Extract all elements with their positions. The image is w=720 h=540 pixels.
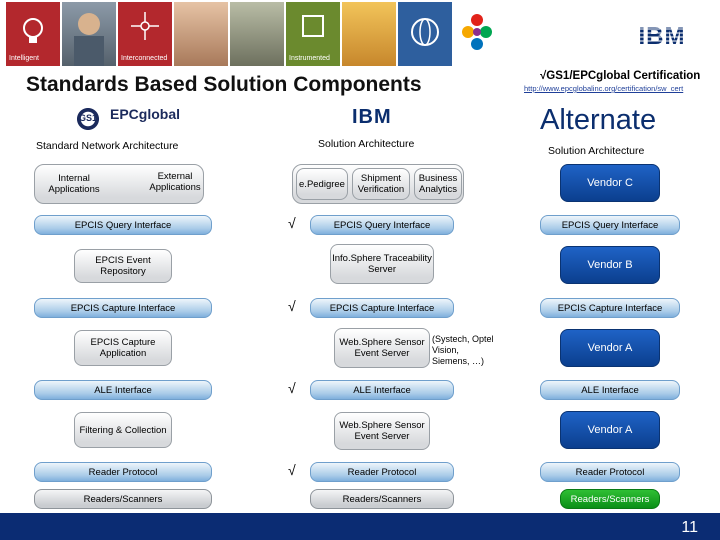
checkmark-capture: √	[288, 298, 296, 314]
epcis-capture-interface-alternate: EPCIS Capture Interface	[540, 298, 680, 318]
websphere-sensor-event-server-1: Web.Sphere Sensor Event Server	[334, 328, 430, 368]
banner-tile-instrumented: Instrumented	[286, 2, 340, 66]
reader-protocol-alternate: Reader Protocol	[540, 462, 680, 482]
reader-protocol-solution: Reader Protocol	[310, 462, 454, 482]
banner-tile-label: Interconnected	[121, 55, 168, 62]
infosphere-traceability-server: Info.Sphere Traceability Server	[330, 244, 434, 284]
epcis-query-interface-standard: EPCIS Query Interface	[34, 215, 212, 235]
epcis-capture-interface-solution: EPCIS Capture Interface	[310, 298, 454, 318]
banner-tile-photo-runner	[342, 2, 396, 66]
websphere-sensor-event-server-2: Web.Sphere Sensor Event Server	[334, 412, 430, 450]
readers-scanners-standard: Readers/Scanners	[34, 489, 212, 509]
banner-tile-intelligent: Intelligent	[6, 2, 60, 66]
epcis-capture-application: EPCIS Capture Application	[74, 330, 172, 366]
shipment-verification: Shipment Verification	[352, 168, 410, 200]
banner-tile-label: Instrumented	[289, 55, 330, 62]
epedigree: e.Pedigree	[296, 168, 348, 200]
banner-tile-globe	[398, 2, 452, 66]
filtering-collection: Filtering & Collection	[74, 412, 172, 448]
external-applications: External Applications	[149, 171, 201, 193]
ibm-logo-top: IBM	[622, 23, 702, 50]
ibm-logo-center: IBM	[352, 106, 392, 128]
image-banner: Intelligent Interconnected Instrumented …	[0, 0, 720, 68]
column-heading-standard: Standard Network Architecture	[36, 140, 179, 152]
person-photo-icon	[74, 13, 104, 66]
page-number: 11	[681, 519, 698, 536]
ale-interface-standard: ALE Interface	[34, 380, 212, 400]
gs1-logo: GS1	[70, 104, 106, 134]
banner-tile-photo-yoga	[230, 2, 284, 66]
ale-interface-solution: ALE Interface	[310, 380, 454, 400]
checkmark-ale: √	[288, 380, 296, 396]
footer-bar	[0, 513, 720, 540]
column-heading-alternate: Solution Architecture	[548, 145, 645, 157]
globe-icon	[411, 18, 439, 46]
checkmark-reader: √	[288, 462, 296, 478]
banner-tile-interconnected: Interconnected	[118, 2, 172, 66]
readers-scanners-solution: Readers/Scanners	[310, 489, 454, 509]
alternate-heading: Alternate	[540, 104, 657, 136]
certification-link[interactable]: http://www.epcglobalinc.org/certificatio…	[524, 84, 684, 93]
internal-applications: Internal Applications	[48, 173, 100, 195]
epcis-query-interface-alternate: EPCIS Query Interface	[540, 215, 680, 235]
vendor-b: Vendor B	[560, 246, 660, 284]
business-analytics: Business Analytics	[414, 168, 462, 200]
page-title: Standards Based Solution Components	[26, 73, 422, 96]
epcis-event-repository: EPCIS Event Repository	[74, 249, 172, 283]
checkmark-query: √	[288, 215, 296, 231]
network-icon	[131, 12, 159, 40]
reader-protocol-standard: Reader Protocol	[34, 462, 212, 482]
epcis-capture-interface-standard: EPCIS Capture Interface	[34, 298, 212, 318]
readers-scanners-alternate: Readers/Scanners	[560, 489, 660, 509]
epcis-query-interface-solution: EPCIS Query Interface	[310, 215, 454, 235]
banner-tile-photo-man	[62, 2, 116, 66]
banner-tile-label: Intelligent	[9, 55, 39, 62]
vendor-a-1: Vendor A	[560, 329, 660, 367]
epcglobal-logo: EPCglobal	[110, 106, 181, 122]
bulb-icon	[23, 18, 43, 43]
colorful-bee-icon	[462, 14, 492, 50]
vendor-c: Vendor C	[560, 164, 660, 202]
ale-interface-alternate: ALE Interface	[540, 380, 680, 400]
vendor-a-2: Vendor A	[560, 411, 660, 449]
applications-group	[34, 164, 204, 204]
chip-icon	[302, 15, 324, 37]
banner-tile-photo-baby	[174, 2, 228, 66]
certification-text: √GS1/EPCglobal Certification	[540, 70, 701, 82]
column-heading-solution: Solution Architecture	[318, 138, 415, 150]
partner-list: (Systech, Optel Vision, Siemens, …)	[432, 334, 494, 366]
